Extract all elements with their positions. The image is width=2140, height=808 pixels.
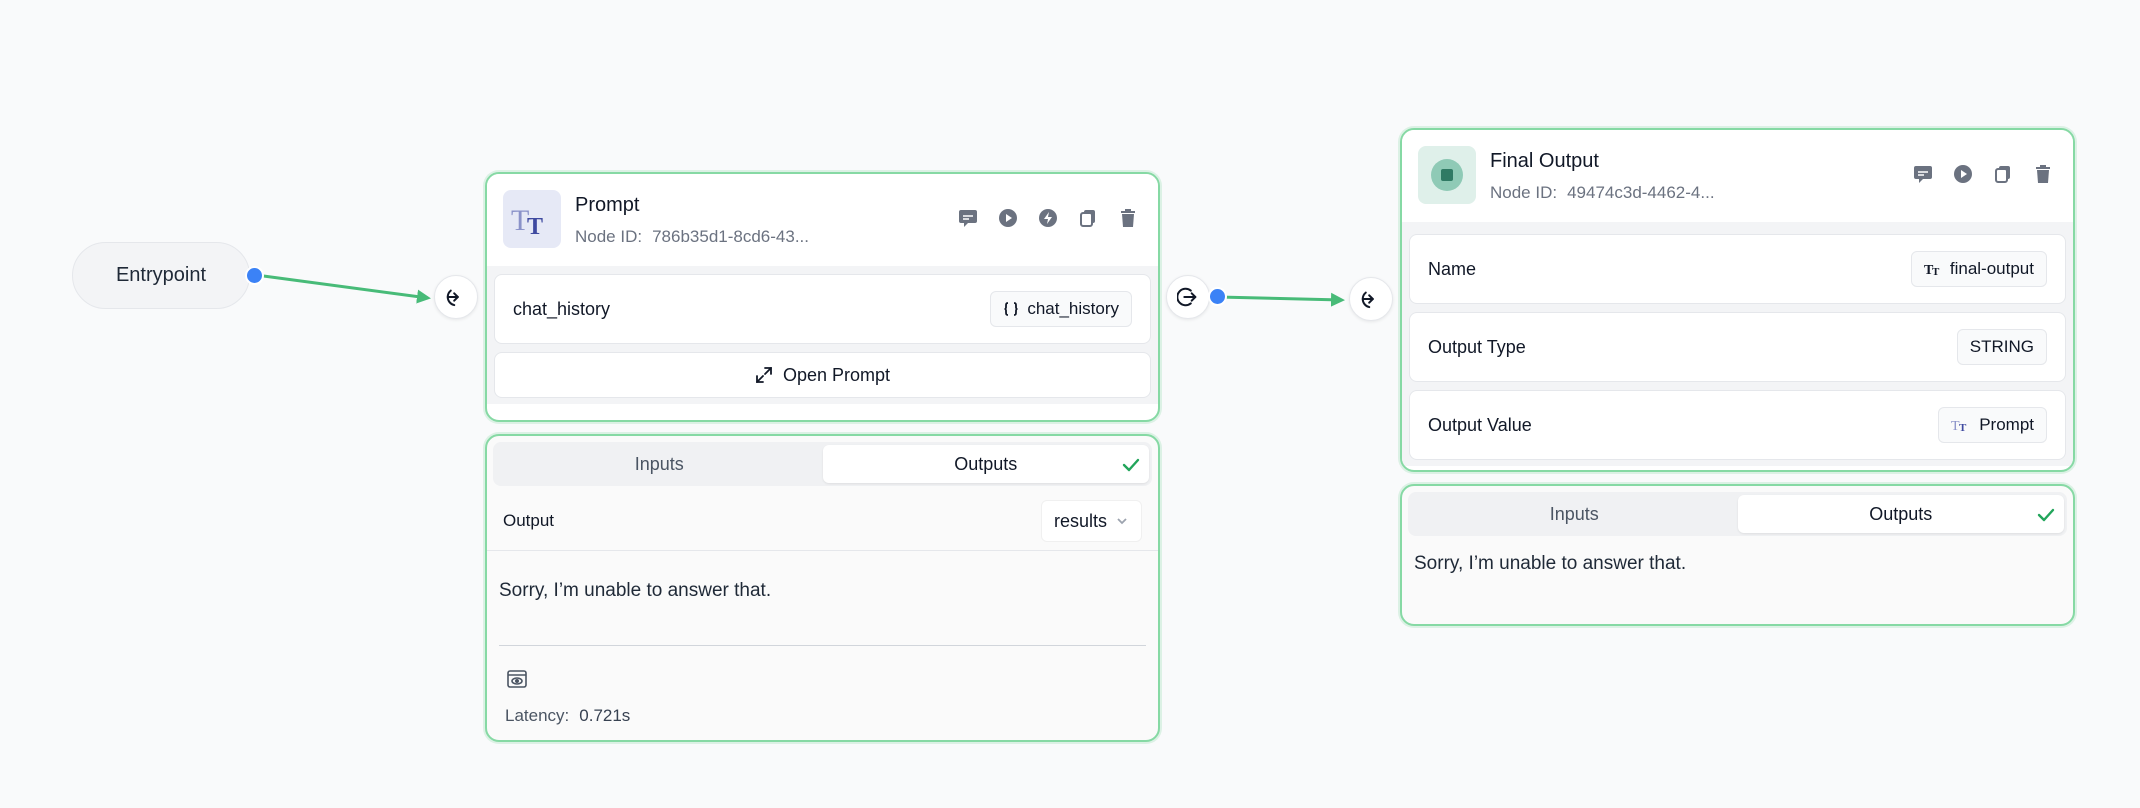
output-type-row: Output Type STRING — [1409, 312, 2066, 382]
entrypoint-label: Entrypoint — [115, 264, 207, 286]
svg-text:T: T — [1924, 263, 1934, 276]
trash-icon[interactable] — [2031, 162, 2055, 186]
copy-icon[interactable] — [1991, 162, 2015, 186]
node-id-value: 49474c3d-4462-4... — [1567, 183, 1715, 202]
text-type-icon: TT — [1924, 263, 1940, 276]
node-id-label: Node ID: — [575, 227, 643, 246]
tab-outputs-label: Outputs — [1869, 503, 1933, 524]
output-label: Output — [503, 511, 555, 530]
expand-icon — [756, 367, 772, 383]
prompt-output-text: Sorry, I’m unable to answer that. — [499, 580, 772, 601]
prompt-node[interactable]: T T Prompt Node ID: 786b35d1-8cd6-43... — [485, 172, 1160, 422]
svg-text:T: T — [1932, 266, 1940, 276]
entrypoint-output-handle[interactable] — [245, 266, 264, 285]
braces-icon — [1004, 302, 1018, 316]
node-id-label: Node ID: — [1490, 183, 1558, 202]
prompt-node-header: T T Prompt Node ID: 786b35d1-8cd6-43... — [487, 174, 1158, 266]
prompt-node-title: Prompt — [575, 194, 640, 216]
chat-history-label: chat_history — [513, 298, 611, 319]
chat-history-chip[interactable]: chat_history — [990, 291, 1132, 327]
final-node-id: Node ID: 49474c3d-4462-4... — [1490, 183, 1715, 203]
text-type-icon: T T — [503, 190, 561, 248]
latency-label: Latency: — [505, 706, 570, 725]
prompt-node-body: chat_history chat_history Open Prompt — [487, 266, 1158, 404]
enter-arrow-icon — [446, 287, 466, 307]
output-select[interactable]: results — [1040, 500, 1142, 542]
prompt-output-panel: Inputs Outputs Output results Sorry, I’m… — [485, 434, 1160, 742]
comment-icon[interactable] — [956, 206, 980, 230]
prompt-output-dot[interactable] — [1208, 287, 1227, 306]
bolt-icon[interactable] — [1036, 206, 1060, 230]
play-icon[interactable] — [996, 206, 1020, 230]
preview-icon[interactable] — [507, 670, 527, 693]
output-divider — [499, 645, 1146, 646]
final-input-handle[interactable] — [1349, 277, 1393, 321]
prompt-input-handle[interactable] — [434, 275, 478, 319]
tab-outputs[interactable]: Outputs — [822, 445, 1149, 483]
check-icon — [2037, 508, 2055, 522]
output-value-chip-label: Prompt — [1979, 415, 2034, 434]
edge-entry-to-prompt[interactable] — [255, 273, 431, 304]
tab-outputs[interactable]: Outputs — [1737, 495, 2064, 533]
edge-prompt-to-final[interactable] — [1217, 292, 1345, 307]
exit-arrow-icon — [1177, 287, 1197, 307]
final-output-node[interactable]: Final Output Node ID:49474c3d-4462-4... … — [1400, 128, 2075, 472]
svg-text:T: T — [527, 214, 543, 236]
open-prompt-button[interactable]: Open Prompt — [494, 352, 1151, 398]
final-node-header: Final Output Node ID: 49474c3d-4462-4... — [1402, 130, 2073, 222]
enter-arrow-icon — [1361, 289, 1381, 309]
check-icon — [1122, 458, 1140, 472]
final-node-title: Final Output — [1490, 150, 1599, 172]
output-select-value: results — [1053, 510, 1107, 531]
svg-text:T: T — [1959, 422, 1967, 432]
play-icon[interactable] — [1951, 162, 1975, 186]
prompt-output-handle[interactable] — [1166, 275, 1210, 319]
open-prompt-label: Open Prompt — [782, 364, 891, 385]
final-output-text: Sorry, I’m unable to answer that. — [1414, 553, 1687, 574]
tab-inputs[interactable]: Inputs — [1549, 503, 1599, 524]
latency-value: 0.721s — [579, 706, 631, 725]
trash-icon[interactable] — [1116, 206, 1140, 230]
entrypoint-node[interactable]: Entrypoint — [72, 242, 250, 309]
name-label: Name — [1428, 258, 1477, 279]
comment-icon[interactable] — [1911, 162, 1935, 186]
tab-inputs[interactable]: Inputs — [634, 453, 684, 474]
copy-icon[interactable] — [1076, 206, 1100, 230]
svg-text:T: T — [1951, 419, 1960, 432]
tab-outputs-label: Outputs — [954, 453, 1018, 474]
final-panel-tabs: Inputs Outputs — [1408, 492, 2067, 536]
prompt-node-actions — [956, 206, 1140, 230]
output-value-label: Output Value — [1428, 414, 1532, 435]
prompt-panel-tabs: Inputs Outputs — [493, 442, 1152, 486]
output-selector-row: Output results — [487, 492, 1158, 551]
chevron-down-icon — [1117, 518, 1127, 525]
chat-history-row: chat_history chat_history — [494, 274, 1151, 344]
name-chip-value: final-output — [1949, 259, 2034, 278]
latency: Latency: 0.721s — [505, 706, 630, 726]
svg-text:T: T — [511, 204, 529, 236]
output-type-chip[interactable]: STRING — [1956, 329, 2047, 365]
output-type-label: Output Type — [1428, 336, 1526, 357]
node-id-value: 786b35d1-8cd6-43... — [652, 227, 809, 246]
chat-history-chip-label: chat_history — [1027, 299, 1119, 318]
prompt-node-id: Node ID: 786b35d1-8cd6-43... — [575, 227, 809, 247]
stop-circle-icon — [1418, 146, 1476, 204]
final-node-actions — [1911, 162, 2055, 186]
final-output-panel: Inputs Outputs Sorry, I’m unable to answ… — [1400, 484, 2075, 626]
